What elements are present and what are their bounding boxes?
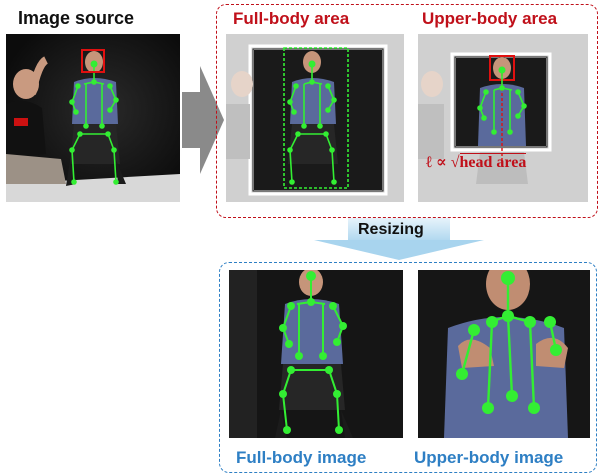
process-arrow-icon: [182, 66, 224, 174]
area-selection-group: [216, 4, 598, 218]
formula-radical: √: [450, 154, 460, 171]
resized-images-group: [219, 262, 597, 473]
source-photo-graphic: [6, 34, 180, 202]
formula-radicand: head area: [459, 153, 527, 171]
upper-body-area-title: Upper-body area: [422, 9, 558, 28]
image-source-title: Image source: [18, 8, 135, 28]
full-body-image: [229, 270, 403, 438]
upper-body-area-photo: [418, 34, 588, 202]
upper-body-area-graphic: [418, 34, 588, 202]
full-body-image-title: Full-body image: [236, 448, 367, 467]
source-photo: [6, 34, 180, 202]
resizing-arrow-icon: [314, 218, 484, 260]
full-body-area-title: Full-body area: [233, 9, 350, 28]
upper-body-image-title: Upper-body image: [414, 448, 564, 467]
scale-formula: ℓ ∝ √head area: [426, 152, 527, 172]
upper-body-image-graphic: [418, 270, 590, 438]
upper-body-image: [418, 270, 590, 438]
formula-symbol: ℓ ∝: [426, 154, 451, 171]
full-body-image-graphic: [229, 270, 403, 438]
full-body-area-photo: [226, 34, 404, 202]
full-body-area-graphic: [226, 34, 404, 202]
resizing-label: Resizing: [358, 221, 424, 238]
